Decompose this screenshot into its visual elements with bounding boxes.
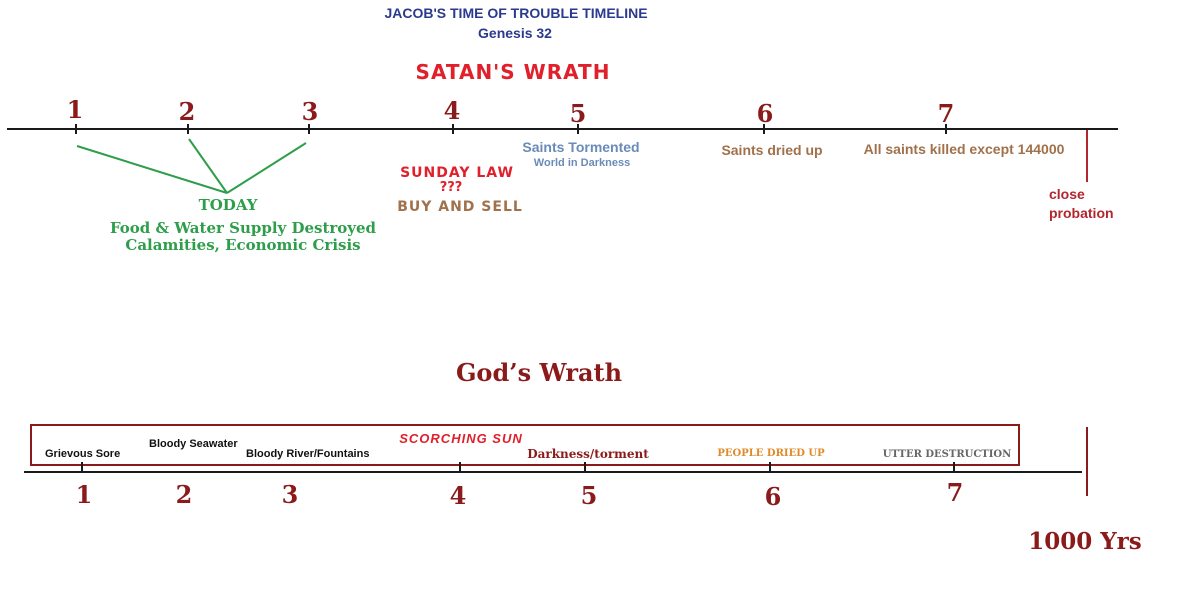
god-timeline-axis	[24, 471, 1082, 473]
god-tick-1	[81, 462, 83, 472]
today-connector-1	[76, 145, 228, 194]
satan-tick-6	[763, 124, 765, 134]
god-number-2: 2	[175, 480, 193, 509]
satan-number-6: 6	[756, 99, 774, 128]
all-saints-killed-label: All saints killed except 144000	[863, 141, 1065, 157]
satan-tick-5	[577, 124, 579, 134]
close-probation-line1: close	[1049, 186, 1085, 202]
god-number-4: 4	[449, 481, 467, 510]
plague-utter-destruction: UTTER DESTRUCTION	[882, 449, 1012, 460]
god-tick-4	[459, 462, 461, 472]
god-tick-6	[769, 462, 771, 472]
satans-wrath-heading: SATAN'S WRATH	[415, 60, 611, 84]
saints-tormented-label: Saints Tormented	[522, 139, 640, 155]
gods-wrath-heading: God’s Wrath	[455, 358, 623, 387]
plague-people-dried-up: PEOPLE DRIED UP	[717, 448, 825, 459]
timeline-title: JACOB'S TIME OF TROUBLE TIMELINE	[384, 5, 648, 21]
timeline-subtitle: Genesis 32	[478, 25, 552, 41]
satan-number-7: 7	[937, 99, 955, 128]
today-desc-line2: Calamities, Economic Crisis	[125, 236, 361, 254]
god-tick-5	[584, 462, 586, 472]
today-desc-line1: Food & Water Supply Destroyed	[109, 219, 377, 237]
millennium-marker	[1086, 427, 1088, 496]
satan-tick-3	[308, 124, 310, 134]
satan-tick-1	[75, 124, 77, 134]
world-in-darkness-label: World in Darkness	[533, 157, 631, 169]
millennium-label: 1000 Yrs	[1028, 528, 1142, 555]
plague-bloody-seawater: Bloody Seawater	[149, 438, 238, 450]
satan-tick-7	[945, 124, 947, 134]
satan-number-1: 1	[66, 95, 84, 124]
plague-bloody-river: Bloody River/Fountains	[246, 448, 370, 460]
sunday-law-label: SUNDAY LAW	[400, 165, 514, 181]
god-number-6: 6	[764, 482, 782, 511]
god-number-7: 7	[946, 478, 964, 507]
plague-grievous-sore: Grievous Sore	[45, 448, 121, 460]
close-probation-line2: probation	[1049, 205, 1114, 221]
today-connector-2	[188, 138, 228, 194]
satan-timeline-axis	[7, 128, 1118, 130]
close-probation-marker	[1086, 130, 1088, 182]
plague-darkness-torment: Darkness/torment	[527, 447, 649, 461]
satan-tick-4	[452, 124, 454, 134]
god-number-3: 3	[281, 480, 299, 509]
god-number-1: 1	[75, 480, 93, 509]
buy-and-sell-label: BUY AND SELL	[397, 199, 523, 215]
satan-number-4: 4	[443, 96, 461, 125]
satan-number-5: 5	[569, 99, 587, 128]
saints-dried-up-label: Saints dried up	[721, 142, 823, 158]
satan-number-3: 3	[301, 97, 319, 126]
today-connector-3	[226, 142, 307, 194]
plague-scorching-sun: SCORCHING SUN	[399, 431, 523, 446]
god-tick-7	[953, 462, 955, 472]
god-number-5: 5	[580, 481, 598, 510]
question-marks: ???	[439, 180, 463, 195]
plagues-box	[30, 424, 1020, 466]
satan-number-2: 2	[178, 97, 196, 126]
satan-tick-2	[187, 124, 189, 134]
today-label: TODAY	[198, 196, 258, 214]
